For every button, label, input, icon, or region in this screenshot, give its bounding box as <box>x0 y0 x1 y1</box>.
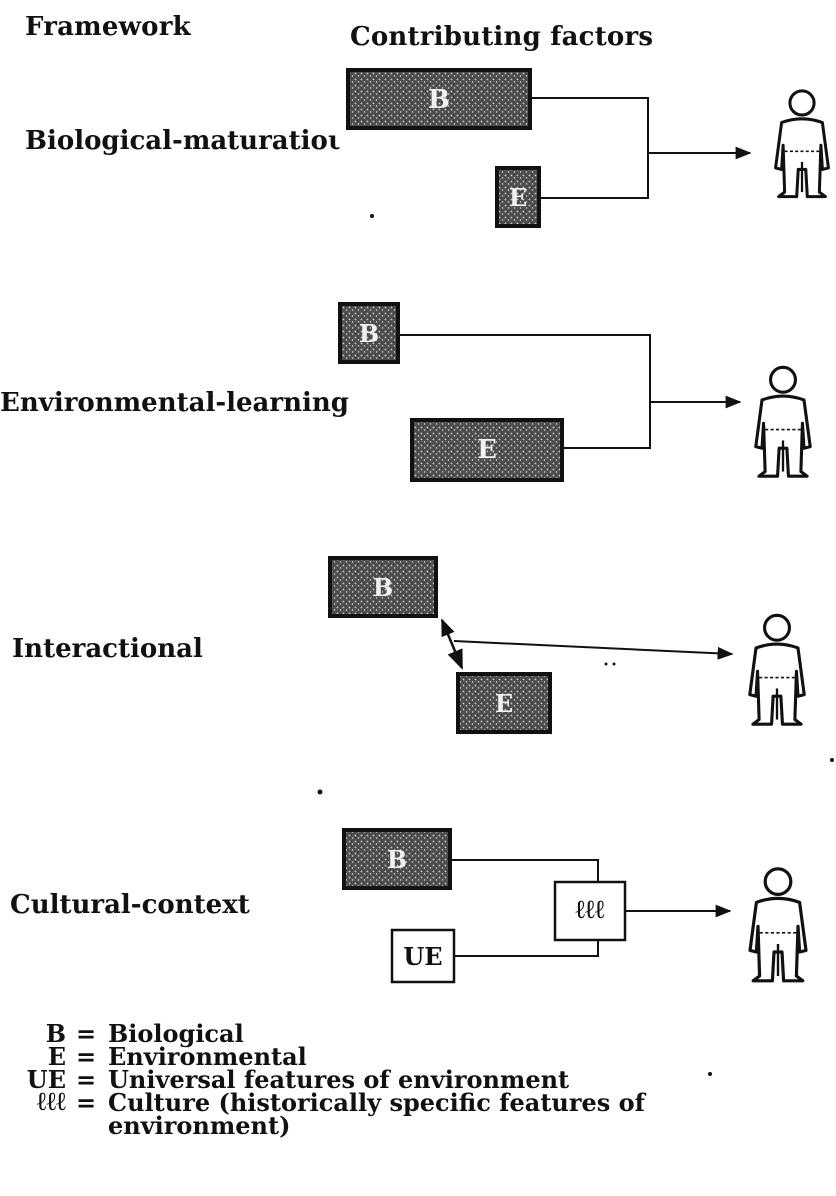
legend-text: Culture (historically specific features … <box>108 1088 645 1117</box>
legend-continuation: environment) <box>108 1111 291 1140</box>
framework-header: Framework <box>25 12 191 42</box>
legend-text: Universal features of environment <box>108 1065 570 1094</box>
speck <box>317 789 323 795</box>
child-figure-icon <box>753 365 813 479</box>
row-interactional: B E <box>328 556 807 734</box>
framework-label-biological-maturation: Biological-maturatioι <box>25 126 341 156</box>
speck <box>604 662 608 666</box>
speck <box>612 662 616 666</box>
legend-symbol: UE <box>26 1065 66 1094</box>
legend-text: Biological <box>108 1019 244 1048</box>
box-b-label: B <box>359 319 379 348</box>
speck <box>370 214 374 218</box>
box-culture <box>553 880 627 942</box>
box-e-label: E <box>495 689 513 718</box>
legend-equals: = <box>76 1088 97 1117</box>
framework-label-cultural-context: Cultural-context <box>10 890 250 920</box>
box-b <box>328 556 438 618</box>
legend-equals: = <box>76 1065 97 1094</box>
box-ue-label: UE <box>403 942 442 971</box>
box-b-small <box>338 302 400 364</box>
box-b-label: B <box>387 845 407 874</box>
child-figure-icon <box>750 869 806 981</box>
legend: B = Biological E = Environmental UE = Un… <box>0 1022 836 1192</box>
box-e <box>456 672 552 734</box>
box-b-label: B <box>373 573 393 602</box>
legend-equals: = <box>76 1019 97 1048</box>
connector-ue <box>454 940 599 957</box>
connector <box>398 334 651 449</box>
legend-text: Environmental <box>108 1042 307 1071</box>
box-e-small <box>495 166 541 228</box>
interaction-double-arrow <box>440 618 464 670</box>
box-b-label: B <box>428 85 450 115</box>
connector-b <box>450 859 599 882</box>
child-figure-icon <box>747 613 807 727</box>
culture-symbol: ℓℓℓ <box>575 895 605 925</box>
box-e-label: E <box>477 435 497 465</box>
box-e-large <box>410 418 564 482</box>
row-biological-maturation: B E <box>346 68 831 228</box>
speck <box>830 758 834 762</box>
framework-label-environmental-learning: Environmental-learning <box>0 388 349 418</box>
legend-culture-symbol: ℓℓℓ <box>36 1087 66 1117</box>
row-environmental-learning: B E <box>338 302 813 482</box>
arrow-to-child <box>453 640 734 660</box>
legend-symbol: E <box>47 1042 66 1071</box>
legend-symbol: B <box>45 1019 66 1048</box>
speck <box>708 1072 712 1076</box>
framework-label-interactional: Interactional <box>12 634 203 664</box>
connector <box>530 97 649 199</box>
legend-equals: = <box>76 1042 97 1071</box>
box-e-label: E <box>509 183 527 212</box>
box-ue <box>390 928 456 984</box>
child-figure-icon <box>773 88 831 199</box>
row-cultural-context: B UE ℓℓℓ <box>342 828 806 984</box>
contributing-factors-header: Contributing factors <box>350 22 654 52</box>
